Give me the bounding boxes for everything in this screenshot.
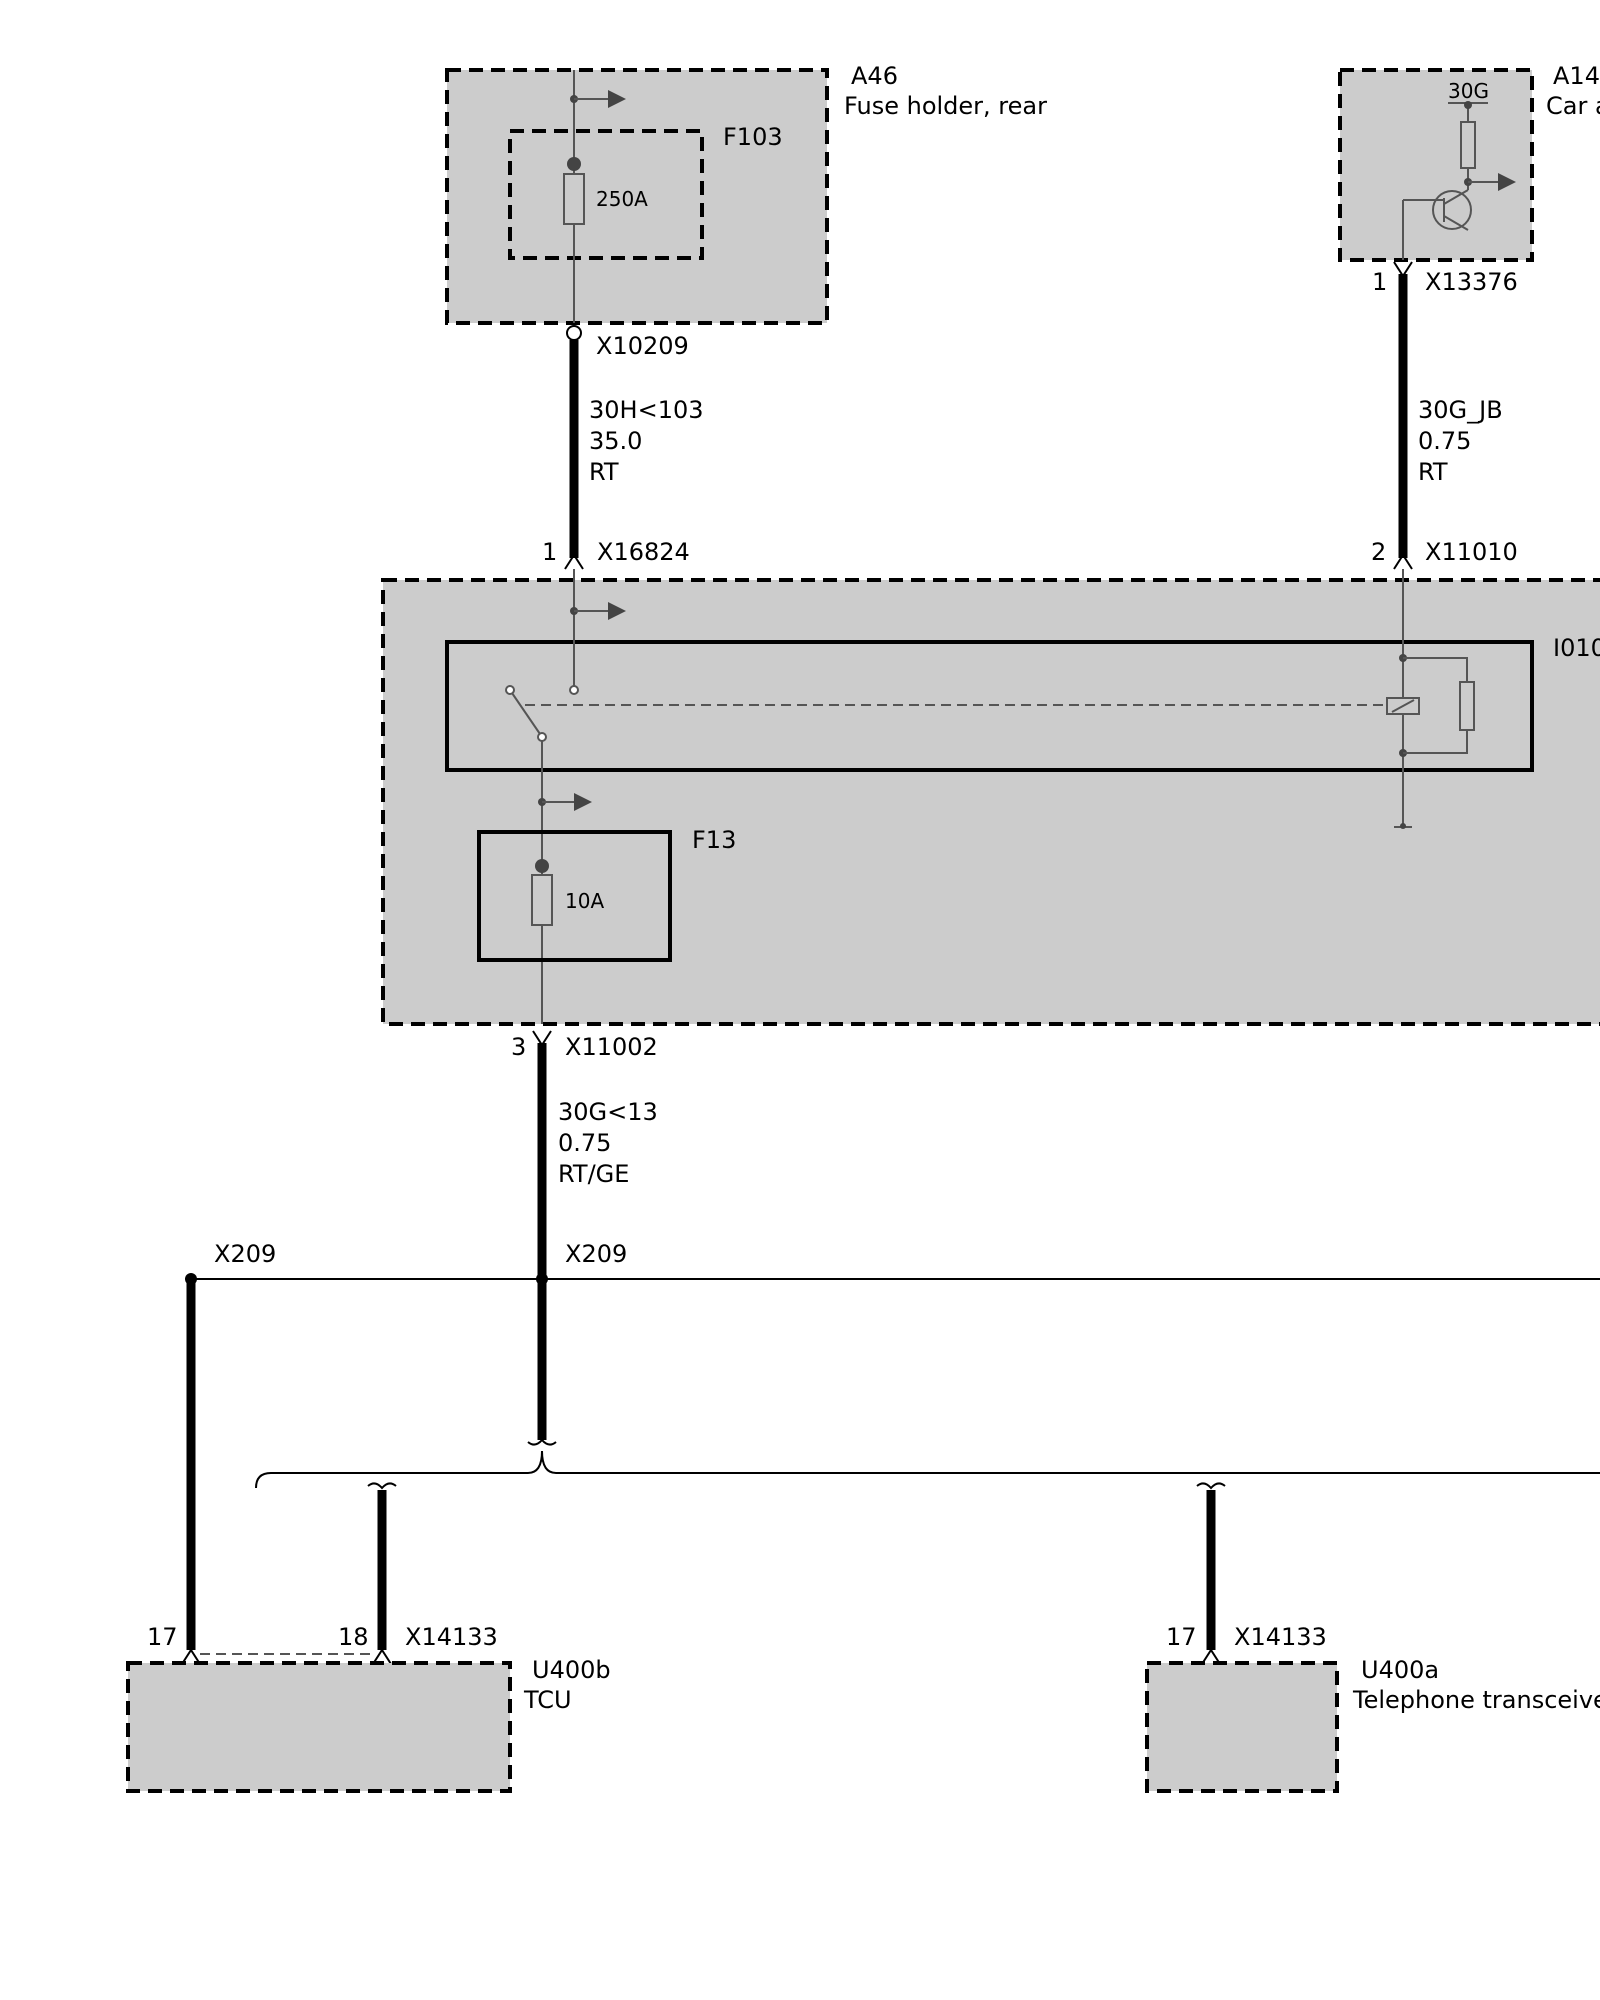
relay-contact-open <box>505 685 515 695</box>
a14-terminal-dot <box>1464 101 1472 109</box>
u400a-connector-label: X14133 <box>1234 1623 1327 1651</box>
f103-terminal-dot <box>567 157 581 171</box>
a14-name: Car a <box>1546 92 1600 120</box>
wire-break-icon-u400b <box>367 1482 397 1490</box>
component-u400b: 17 18 X14133 U400b TCU <box>126 1623 611 1793</box>
wire-break-icon <box>527 1438 557 1446</box>
bus-brace <box>255 1450 1600 1489</box>
x11002-label: X11002 <box>565 1033 658 1061</box>
relay-contact-fixed <box>569 685 579 695</box>
f103-housing <box>508 129 704 260</box>
u400b-pin-18: 18 <box>338 1623 369 1651</box>
component-a46: 250A F103 A46 Fuse holder, rear <box>445 62 1047 325</box>
continuation-arrow-icon-f13 <box>574 793 592 811</box>
f13-housing <box>477 830 672 962</box>
coil-parallel-bottom <box>1403 730 1468 754</box>
a46-name: Fuse holder, rear <box>844 92 1047 120</box>
ground-dot <box>1400 823 1406 829</box>
f13-rating: 10A <box>565 889 604 913</box>
x11010-pin: 2 <box>1371 538 1386 566</box>
u400b-pin17-plug-icon <box>181 1648 201 1665</box>
x16824-label: X16824 <box>597 538 690 566</box>
x10209-terminal <box>566 325 582 341</box>
u400a-label: U400a <box>1361 1656 1439 1684</box>
u400b-pin18-plug-icon <box>372 1648 392 1665</box>
continuation-arrow-icon <box>608 90 626 108</box>
x16824-plug-icon <box>564 553 584 570</box>
u400a-housing <box>1145 1661 1339 1793</box>
continuation-arrow-icon-a14 <box>1498 173 1516 191</box>
a46-label: A46 <box>851 62 898 90</box>
a14-housing <box>1338 68 1534 262</box>
wire-break-icon-u400a <box>1196 1482 1226 1490</box>
x13376-label: X13376 <box>1425 268 1518 296</box>
coil-parallel-top <box>1403 657 1468 682</box>
wire1-signal: 30H<103 <box>589 396 704 424</box>
f103-rating: 250A <box>596 187 648 211</box>
resistor-icon <box>1460 121 1476 169</box>
i010-relay-housing <box>445 640 1534 772</box>
component-u400a: 17 X14133 U400a Telephone transceive <box>1145 1623 1600 1793</box>
u400b-connector-label: X14133 <box>405 1623 498 1651</box>
f103-label: F103 <box>723 123 783 151</box>
x11010-plug-icon <box>1393 553 1413 570</box>
coil-resistor-icon <box>1459 681 1475 731</box>
x209-mid-label: X209 <box>565 1240 627 1268</box>
x209-left-label: X209 <box>214 1240 276 1268</box>
transistor-emitter <box>1443 215 1469 231</box>
u400a-pin17-plug-icon <box>1201 1648 1221 1665</box>
u400a-pin-17: 17 <box>1166 1623 1197 1651</box>
wire2-color: RT <box>1418 458 1448 486</box>
x13376-pin: 1 <box>1372 268 1387 296</box>
wire1-color: RT <box>589 458 619 486</box>
u400a-name: Telephone transceive <box>1352 1686 1600 1714</box>
relay-contact-common <box>537 732 547 742</box>
wire3-signal: 30G<13 <box>558 1098 658 1126</box>
f13-label: F13 <box>692 826 736 854</box>
relay-switch-blade-icon <box>511 692 541 735</box>
wire1-gauge: 35.0 <box>589 427 642 455</box>
component-a14: 30G A14 Car a <box>1338 62 1600 262</box>
fuse-icon-f13 <box>531 874 553 926</box>
x11002-pin: 3 <box>511 1033 526 1061</box>
relay-coil-slash <box>1391 699 1415 713</box>
continuation-arrow-icon-relay <box>608 602 626 620</box>
fuse-icon <box>563 173 585 225</box>
x13376-plug-icon <box>1393 261 1413 278</box>
i010-label: I010 <box>1553 634 1600 662</box>
f13-terminal-dot <box>535 859 549 873</box>
x16824-pin: 1 <box>542 538 557 566</box>
x11002-plug-icon <box>532 1030 552 1047</box>
x10209-label: X10209 <box>596 332 689 360</box>
transistor-icon <box>1432 190 1472 230</box>
a14-terminal-label: 30G <box>1448 79 1489 103</box>
transistor-collector <box>1443 189 1469 205</box>
u400b-label: U400b <box>532 1656 611 1684</box>
component-junction-box: I010 10A F13 <box>381 569 1600 1026</box>
a14-label: A14 <box>1553 62 1600 90</box>
x209-mid-splice-dot <box>536 1273 548 1285</box>
wire2-signal: 30G_JB <box>1418 396 1503 424</box>
wire3-gauge: 0.75 <box>558 1129 611 1157</box>
u400b-housing <box>126 1661 512 1793</box>
wire3-color: RT/GE <box>558 1160 629 1188</box>
u400b-pin-17: 17 <box>147 1623 178 1651</box>
x11010-label: X11010 <box>1425 538 1518 566</box>
wire2-gauge: 0.75 <box>1418 427 1471 455</box>
u400b-name: TCU <box>523 1686 572 1714</box>
